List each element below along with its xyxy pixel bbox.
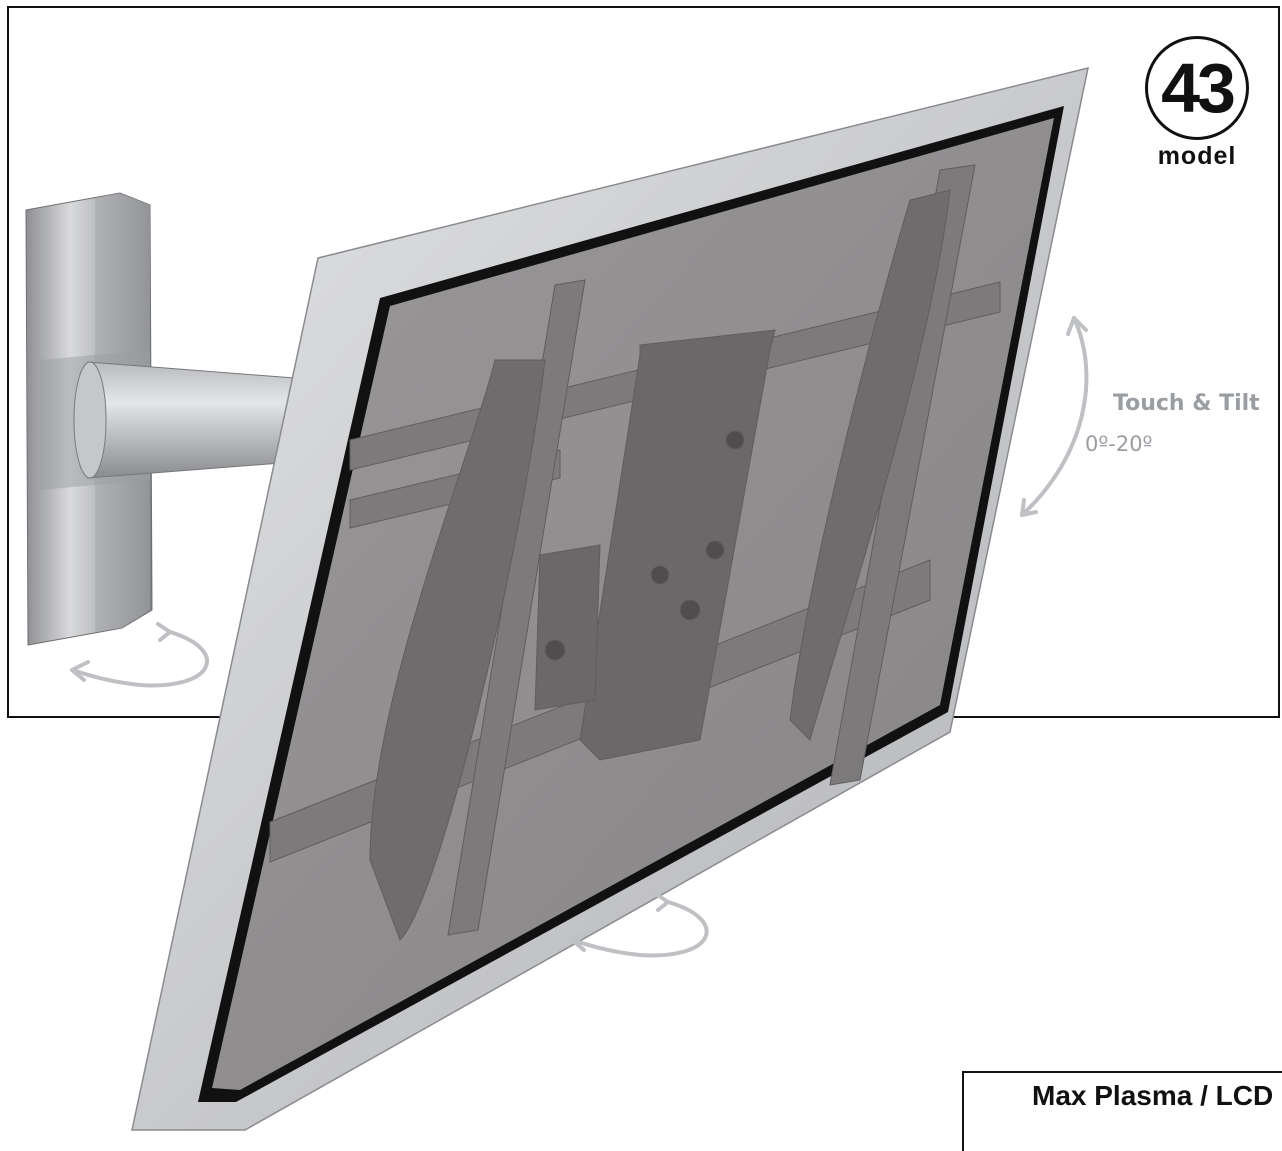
spec-title: Max Plasma / LCD <box>1032 1080 1274 1111</box>
model-number: 43 <box>1161 49 1236 127</box>
model-label: model <box>1157 142 1237 170</box>
model-number-ring: 43 <box>1145 36 1249 140</box>
model-badge: 43 model <box>1139 36 1255 186</box>
spec-box <box>962 1071 1282 1151</box>
tilt-range: 0º-20º <box>1085 432 1153 456</box>
swivel-arrow-icon <box>70 622 209 688</box>
mounting-plate <box>269 164 1001 941</box>
tilt-title: Touch & Tilt <box>1113 391 1260 416</box>
tilt-arrow-icon <box>1020 316 1089 517</box>
swivel-arrow-icon <box>570 892 709 958</box>
